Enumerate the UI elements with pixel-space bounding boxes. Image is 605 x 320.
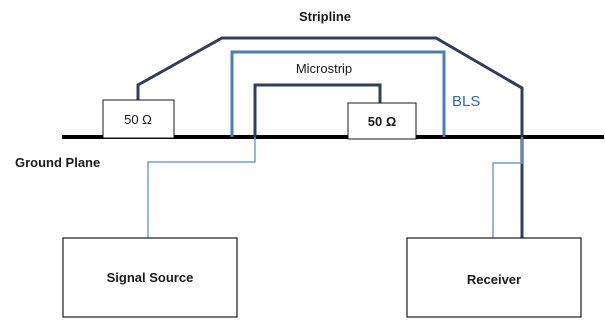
- terminator-right-label: 50 Ω: [368, 114, 397, 129]
- microstrip-label: Microstrip: [296, 61, 352, 76]
- terminator-left-box: [102, 99, 175, 139]
- receiver-box: [406, 237, 582, 318]
- terminator-right-box: [347, 102, 417, 140]
- signal-source-label: Signal Source: [107, 270, 194, 285]
- ground-plane-label: Ground Plane: [15, 155, 100, 170]
- signal-source-box: [62, 237, 238, 318]
- microstrip-trace: [253, 83, 382, 137]
- stripline-label: Stripline: [299, 9, 351, 24]
- source-wire: [147, 137, 256, 238]
- bls-label: BLS: [452, 93, 480, 110]
- stripline-trace: [136, 36, 524, 240]
- receiver-wire: [492, 137, 523, 238]
- terminator-left-label: 50 Ω: [124, 112, 152, 127]
- receiver-label: Receiver: [467, 272, 521, 287]
- bls-trace: [230, 50, 446, 137]
